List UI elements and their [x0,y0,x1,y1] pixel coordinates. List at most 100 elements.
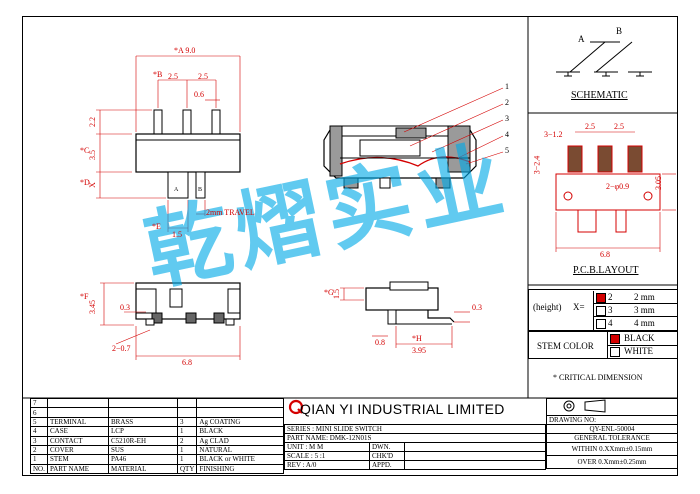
travel-label: 2mm TRAVEL [206,208,255,217]
pcb-width-label: 6.8 [600,250,610,259]
callout-3: 3 [505,114,509,123]
f-value-label: 3.45 [88,300,97,314]
bom-cell: 4 [30,426,48,437]
bom-cell [176,397,198,409]
dim-e-label: *E [152,222,161,231]
drawing-no-value: QY-ENL-50004 [546,424,678,434]
bom-cell: 2 [176,435,198,446]
stem-black-label: BLACK [624,333,655,343]
critical-note: * CRITICAL DIMENSION [553,373,643,382]
bom-cell: 3 [30,435,48,446]
series-cell: SERIES : MINI SLIDE SWITCH [284,424,546,434]
dim-b-label: *B [153,70,163,79]
side-view [340,281,470,348]
e-value-label: 1.5 [172,230,182,239]
callout-4: 4 [505,130,509,139]
bottom-view [100,282,241,360]
height-4-checkbox[interactable] [596,319,606,329]
schematic-view [556,41,652,77]
pcb-pitch-1: 2.5 [585,122,595,131]
side-thk-label: 0.8 [375,338,385,347]
dim-g-label: *G [324,288,334,297]
unit-cell: UNIT : M M [284,442,370,452]
bom-cell: 3 [176,416,198,428]
bom-cell: TERMINAL [47,416,109,428]
pcb-title: P.C.B.LAYOUT [573,265,639,276]
bom-cell: BRASS [108,416,178,428]
bom-cell: 6 [30,407,48,418]
dim-a-label: *A 9.0 [174,46,196,55]
pcb-pitch-2: 2.5 [614,122,624,131]
chkd-cell: CHK'D [369,451,405,461]
stem-color-label: STEM COLOR [537,341,594,351]
bom-cell: Ag COATING [196,416,284,428]
bom-cell: BLACK [196,426,284,437]
pin-width-label: 0.6 [194,90,204,99]
dwn-cell: DWN. [369,442,405,452]
pcb-holes-label: 3−1.2 [544,130,563,139]
bom-cell: NATURAL [196,444,284,456]
bottom-pad-h-label: 2−0.7 [112,344,131,353]
rev-cell: REV : A/0 [284,460,370,470]
schematic-title: SCHEMATIC [571,90,628,101]
section-view [323,87,504,189]
pcb-layout [555,131,676,252]
height-2-checkbox[interactable] [596,293,606,303]
stem-white-label: WHITE [624,346,653,356]
pitch-2-label: 2.5 [198,72,208,81]
bom-cell [47,397,109,409]
bom-cell: LCP [108,426,178,437]
bom-row: 6 [30,407,284,418]
height-3-value: 3 mm [634,305,655,315]
pos-b-label: B [198,187,203,193]
stem-white-checkbox[interactable] [610,347,620,357]
callout-5: 5 [505,146,509,155]
height-4-num: 4 [608,318,613,328]
bom-cell: 1 [30,454,48,465]
schematic-a: A [578,34,585,44]
pcb-pad-label: 3−2.4 [532,155,542,175]
bom-cell: COVER [47,444,109,456]
tolerance-title: GENERAL TOLERANCE [546,433,678,443]
company-logo [288,399,304,415]
dim-c-label: *C [80,146,90,155]
bom-cell: 2 [30,444,48,456]
bom-cell: CASE [47,426,109,437]
bom-cell [108,407,178,418]
height-3-checkbox[interactable] [596,306,606,316]
bom-cell: FINISHING [196,463,284,475]
bom-cell [176,407,198,418]
height-label: (height) [533,302,562,312]
bom-cell: C5210R-EH [108,435,178,446]
height-4-value: 4 mm [634,318,655,328]
part-cell: PART NAME: DMK-12N01S [284,433,546,443]
height-x-label: X= [573,302,585,312]
bom-cell: 1 [176,444,198,456]
bom-cell: PA46 [108,454,178,465]
front-view [96,55,241,232]
bom-cell: 1 [176,454,198,465]
drawing-no-label: DRAWING NO: [549,416,597,424]
bom-cell: PART NAME [47,463,109,475]
pos-a-label: A [174,187,179,193]
bottom-width-label: 6.8 [182,358,192,367]
pcb-hole-label: 2−φ0.9 [606,182,630,191]
bom-cell [196,397,284,409]
bom-cell: QTY [176,463,198,475]
side-pad-label: 0.3 [472,303,482,312]
bom-cell [108,397,178,409]
height-2-num: 2 [608,292,613,302]
pcb-height-label: 3.05 [654,176,663,190]
bom-cell: NO. [30,463,48,475]
dim-x-label: X [87,182,97,188]
company-name: QIAN YI INDUSTRIAL LIMITED [300,401,505,417]
pitch-1-label: 2.5 [168,72,178,81]
stem-black-checkbox[interactable] [610,334,620,344]
